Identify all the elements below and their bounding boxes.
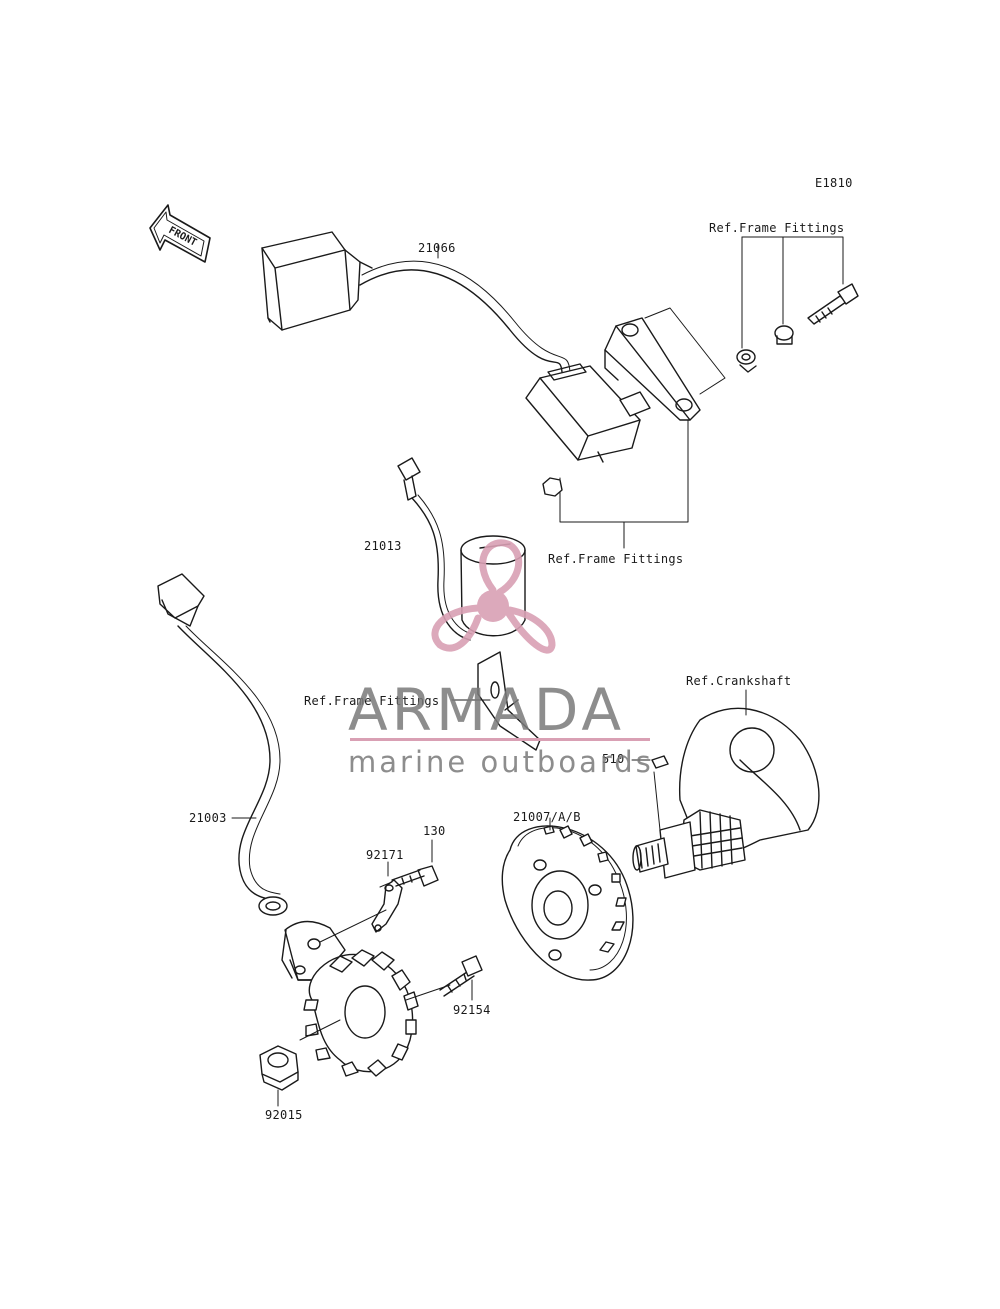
label-ref-frame-left: Ref.Frame Fittings <box>304 694 440 708</box>
label-21003: 21003 <box>189 811 227 825</box>
armada-logo-icon <box>431 539 556 654</box>
watermark-title: ARMADA <box>348 676 626 744</box>
leader-lines-top <box>437 236 844 549</box>
label-ref-frame-top: Ref.Frame Fittings <box>709 221 845 235</box>
bolt-92154 <box>439 955 483 1001</box>
nut-frame <box>542 477 563 497</box>
label-21007: 21007/A/B <box>513 810 581 824</box>
label-130: 130 <box>423 824 446 838</box>
nut-92015 <box>259 1045 299 1107</box>
bolt-130 <box>379 839 439 888</box>
part-21066-regulator <box>261 231 641 463</box>
stator-assembly <box>281 861 451 1077</box>
label-21066: 21066 <box>418 241 456 255</box>
part-21003-stator-harness <box>157 573 288 916</box>
label-92154: 92154 <box>453 1003 491 1017</box>
label-92015: 92015 <box>265 1108 303 1122</box>
diagram-code: E1810 <box>815 176 853 190</box>
label-92171: 92171 <box>366 848 404 862</box>
flywheel-21007 <box>501 817 634 981</box>
watermark-divider <box>350 738 650 741</box>
part-21013-coil <box>397 457 541 751</box>
front-arrow-icon: FRONT <box>149 204 211 263</box>
label-21013: 21013 <box>364 539 402 553</box>
crankshaft <box>631 689 820 879</box>
label-510: 510 <box>602 752 625 766</box>
label-ref-crankshaft: Ref.Crankshaft <box>686 674 792 688</box>
frame-fittings-top <box>736 283 859 373</box>
label-ref-frame-mid: Ref.Frame Fittings <box>548 552 684 566</box>
bracket-top <box>604 317 701 421</box>
watermark-subtitle: marine outboards <box>348 745 654 779</box>
